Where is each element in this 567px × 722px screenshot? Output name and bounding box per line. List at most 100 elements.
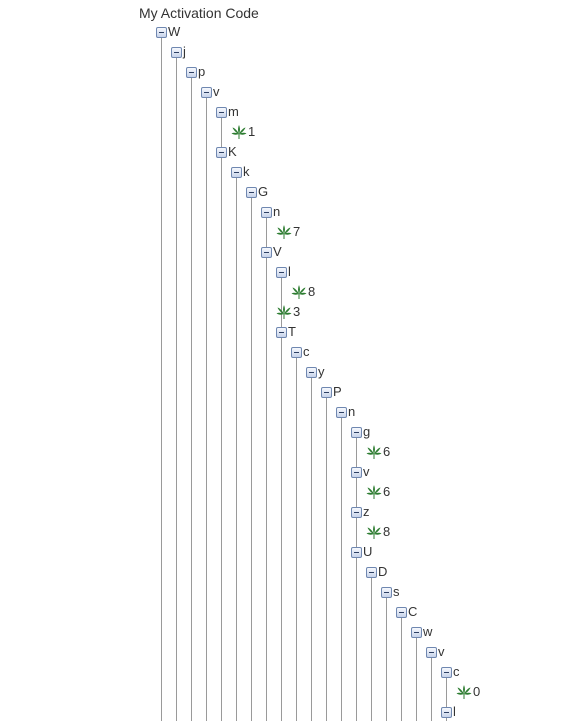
collapse-toggle-icon[interactable] <box>216 146 227 158</box>
tree-leaf-node[interactable]: 8 <box>291 282 315 302</box>
collapse-toggle-icon[interactable] <box>336 406 347 418</box>
tree-folder-node[interactable]: T <box>276 322 296 342</box>
collapse-toggle-icon[interactable] <box>351 426 362 438</box>
collapse-toggle-icon[interactable] <box>216 106 227 118</box>
collapse-toggle-icon[interactable] <box>381 586 392 598</box>
tree-branch-line <box>191 77 192 721</box>
tree-node-label: v <box>438 644 445 659</box>
collapse-toggle-icon[interactable] <box>396 606 407 618</box>
tree-folder-node[interactable]: U <box>351 542 372 562</box>
tree-folder-node[interactable]: C <box>396 602 417 622</box>
tree-node-label: n <box>273 204 281 219</box>
tree-branch-line <box>176 57 177 721</box>
tree-leaf-node[interactable]: 6 <box>366 482 390 502</box>
tree-node-label: W <box>168 24 181 39</box>
tree-folder-node[interactable]: l <box>441 702 456 722</box>
tree-branch-line <box>431 657 432 721</box>
tree-node-label: D <box>378 564 388 579</box>
tree-node-label: V <box>273 244 282 259</box>
collapse-toggle-icon[interactable] <box>411 626 422 638</box>
tree-leaf-node[interactable]: 3 <box>276 302 300 322</box>
tree-folder-node[interactable]: v <box>201 82 220 102</box>
collapse-toggle-icon[interactable] <box>441 666 452 678</box>
tree-node-label: c <box>453 664 460 679</box>
tree-node-label: v <box>213 84 220 99</box>
tree-folder-node[interactable]: W <box>156 22 180 42</box>
tree-leaf-node[interactable]: 7 <box>276 222 300 242</box>
collapse-toggle-icon[interactable] <box>171 46 182 58</box>
collapse-toggle-icon[interactable] <box>186 66 197 78</box>
tree-folder-node[interactable]: G <box>246 182 268 202</box>
tree-folder-node[interactable]: n <box>261 202 280 222</box>
collapse-toggle-icon[interactable] <box>351 546 362 558</box>
tree-node-label: G <box>258 184 269 199</box>
leaf-icon <box>456 684 473 700</box>
tree-folder-node[interactable]: P <box>321 382 342 402</box>
tree-node-label: C <box>408 604 418 619</box>
tree-folder-node[interactable]: l <box>276 262 291 282</box>
tree-node-label: 0 <box>473 684 481 699</box>
tree-leaf-node[interactable]: 6 <box>366 442 390 462</box>
tree-folder-node[interactable]: j <box>171 42 186 62</box>
tree-node-label: P <box>333 384 342 399</box>
tree-branch-line <box>446 717 447 721</box>
collapse-toggle-icon[interactable] <box>366 566 377 578</box>
collapse-toggle-icon[interactable] <box>351 506 362 518</box>
collapse-toggle-icon[interactable] <box>291 346 302 358</box>
tree-node-label: 3 <box>293 304 301 319</box>
tree-folder-node[interactable]: m <box>216 102 239 122</box>
tree-branch-line <box>386 597 387 721</box>
collapse-toggle-icon[interactable] <box>426 646 437 658</box>
tree-branch-line <box>311 377 312 721</box>
collapse-toggle-icon[interactable] <box>276 266 287 278</box>
tree-node-label: y <box>318 364 325 379</box>
collapse-toggle-icon[interactable] <box>351 466 362 478</box>
tree-leaf-node[interactable]: 1 <box>231 122 255 142</box>
collapse-toggle-icon[interactable] <box>201 86 212 98</box>
collapse-toggle-icon[interactable] <box>261 206 272 218</box>
collapse-toggle-icon[interactable] <box>321 386 332 398</box>
tree-branch-line <box>371 577 372 721</box>
tree-folder-node[interactable]: v <box>426 642 445 662</box>
tree-branch-line <box>161 37 162 721</box>
tree-folder-node[interactable]: v <box>351 462 370 482</box>
tree-folder-node[interactable]: K <box>216 142 237 162</box>
tree-node-label: c <box>303 344 310 359</box>
collapse-toggle-icon[interactable] <box>246 186 257 198</box>
tree-node-label: n <box>348 404 356 419</box>
collapse-toggle-icon[interactable] <box>306 366 317 378</box>
tree-branch-line <box>296 357 297 721</box>
tree-branch-line <box>341 417 342 721</box>
tree-folder-node[interactable]: g <box>351 422 370 442</box>
tree-title: My Activation Code <box>139 5 259 21</box>
tree-leaf-node[interactable]: 0 <box>456 682 480 702</box>
leaf-icon <box>291 284 308 300</box>
tree-folder-node[interactable]: V <box>261 242 282 262</box>
leaf-icon <box>366 444 383 460</box>
tree-folder-node[interactable]: p <box>186 62 205 82</box>
tree-folder-node[interactable]: y <box>306 362 325 382</box>
tree-folder-node[interactable]: c <box>441 662 460 682</box>
tree-branch-line <box>251 197 252 721</box>
tree-folder-node[interactable]: D <box>366 562 387 582</box>
tree-node-label: z <box>363 504 370 519</box>
collapse-toggle-icon[interactable] <box>231 166 242 178</box>
tree-node-label: l <box>453 704 456 719</box>
tree-folder-node[interactable]: s <box>381 582 400 602</box>
collapse-toggle-icon[interactable] <box>156 26 167 38</box>
leaf-icon <box>276 224 293 240</box>
tree-node-label: 8 <box>308 284 316 299</box>
leaf-icon <box>366 524 383 540</box>
tree-node-label: 6 <box>383 484 391 499</box>
tree-branch-line <box>281 337 282 721</box>
collapse-toggle-icon[interactable] <box>261 246 272 258</box>
tree-folder-node[interactable]: z <box>351 502 370 522</box>
tree-folder-node[interactable]: c <box>291 342 310 362</box>
collapse-toggle-icon[interactable] <box>276 326 287 338</box>
tree-folder-node[interactable]: k <box>231 162 250 182</box>
tree-folder-node[interactable]: n <box>336 402 355 422</box>
tree-folder-node[interactable]: w <box>411 622 432 642</box>
tree-leaf-node[interactable]: 8 <box>366 522 390 542</box>
collapse-toggle-icon[interactable] <box>441 706 452 718</box>
